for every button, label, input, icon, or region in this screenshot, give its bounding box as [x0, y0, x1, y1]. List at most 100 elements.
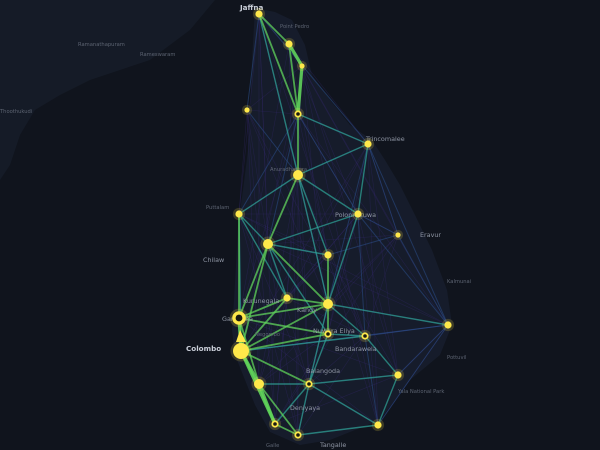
- edge-faint: [327, 234, 399, 305]
- edge-faint: [327, 254, 399, 376]
- node-vavuniya[interactable]: [291, 107, 305, 121]
- node-jaffna[interactable]: [252, 7, 266, 21]
- edge-faint: [274, 234, 399, 425]
- edge-faint: [367, 143, 379, 426]
- node-monaragala[interactable]: [391, 368, 405, 382]
- edge-polonnaruwa-badulla: [357, 213, 366, 337]
- edge-colombo-badulla: [240, 335, 366, 352]
- node-ring-center: [296, 433, 300, 437]
- node-ring-center: [273, 422, 277, 426]
- edge-faint: [286, 143, 369, 299]
- edge-faint: [327, 254, 379, 426]
- node-point-pedro[interactable]: [282, 37, 296, 51]
- node-mannar[interactable]: [241, 104, 253, 116]
- node-kurunegala[interactable]: [260, 236, 276, 252]
- edge-galle-matara: [274, 423, 299, 436]
- edge-faint: [267, 243, 449, 326]
- node-ring-center: [307, 382, 311, 386]
- place-label-kalmunai: Kalmunai: [447, 279, 471, 285]
- edge-badulla-ampara: [364, 324, 449, 337]
- place-label-trincomalee: Trincomalee: [365, 135, 405, 143]
- node-anuradhapura[interactable]: [290, 167, 306, 183]
- node-ring-center: [235, 314, 243, 322]
- edge-faint: [301, 65, 399, 376]
- node-dot: [354, 210, 362, 218]
- node-hambantota[interactable]: [371, 418, 385, 432]
- edge-colombo-nuwara-eliya: [240, 333, 329, 352]
- node-dot: [394, 371, 402, 379]
- edge-faint: [238, 317, 379, 426]
- node-batticaloa[interactable]: [392, 229, 404, 241]
- edge-monaragala-ampara: [397, 324, 449, 376]
- edge-point-pedro-vavuniya: [288, 43, 299, 115]
- node-kalutara[interactable]: [251, 376, 267, 392]
- node-gampaha-north[interactable]: [280, 291, 294, 305]
- node-nuwara-eliya[interactable]: [321, 327, 335, 341]
- edge-polonnaruwa-ampara: [357, 213, 449, 326]
- node-ampara[interactable]: [441, 318, 455, 332]
- edge-faint: [274, 333, 329, 425]
- node-dot: [444, 321, 452, 329]
- node-ring-center: [363, 334, 367, 338]
- node-trincomalee[interactable]: [361, 137, 375, 151]
- edge-vavuniya-trincomalee: [297, 113, 369, 145]
- node-puttalam[interactable]: [232, 207, 246, 221]
- edge-mannar-anuradhapura: [246, 109, 299, 176]
- node-dot: [263, 239, 273, 249]
- edge-kalutara-galle: [257, 382, 277, 426]
- node-polonnaruwa[interactable]: [351, 207, 365, 221]
- node-galle[interactable]: [268, 417, 282, 431]
- edge-jaffna-point-pedro: [258, 13, 290, 45]
- edge-matale-batticaloa: [327, 234, 399, 256]
- place-label-point-pedro: Point Pedro: [280, 24, 309, 30]
- edge-kurunegala-gampaha-north: [267, 243, 288, 299]
- flow-arrow-icon: [236, 330, 246, 342]
- edge-faint: [246, 109, 269, 245]
- edge-anuradhapura-matale: [297, 174, 329, 256]
- edge-faint: [238, 43, 290, 319]
- place-label-kandy: Kandy: [297, 306, 317, 314]
- node-colombo[interactable]: [230, 340, 252, 362]
- edge-faint: [288, 43, 369, 145]
- edge-faint: [258, 13, 269, 245]
- edge-faint: [238, 109, 248, 215]
- node-dot: [364, 140, 372, 148]
- node-dot: [235, 210, 243, 218]
- node-badulla[interactable]: [358, 329, 372, 343]
- edge-kandy-ratnapura: [308, 303, 329, 385]
- edge-faint: [286, 254, 329, 299]
- place-label-galle: Galle: [266, 443, 279, 449]
- node-ratnapura[interactable]: [302, 377, 316, 391]
- edge-anuradhapura-kurunegala: [267, 174, 299, 245]
- edge-faint: [238, 113, 299, 319]
- edge-ampara-hambantota: [377, 324, 449, 426]
- edge-faint: [258, 13, 366, 337]
- edge-faint: [238, 213, 310, 385]
- edge-faint: [308, 335, 366, 385]
- edge-faint: [274, 297, 288, 425]
- node-dot: [324, 251, 332, 259]
- edge-anuradhapura-kandy: [297, 174, 329, 305]
- place-label-kurunegala: Kurunegala: [243, 297, 279, 305]
- edge-batticaloa-ampara: [397, 234, 449, 326]
- edge-badulla-monaragala: [364, 335, 399, 376]
- node-dot: [285, 40, 293, 48]
- place-label-tangalle: Tangalle: [319, 441, 346, 449]
- node-matale[interactable]: [321, 248, 335, 262]
- place-label-balangoda: Balangoda: [306, 367, 340, 375]
- edge-kandy-ampara: [327, 303, 449, 326]
- edge-nuwara-eliya-badulla: [327, 333, 366, 337]
- edge-faint: [267, 243, 310, 385]
- node-matara[interactable]: [291, 428, 305, 442]
- edge-faint: [288, 43, 329, 256]
- edge-polonnaruwa-kandy: [327, 213, 359, 305]
- node-kilinochchi[interactable]: [296, 60, 308, 72]
- edge-faint: [297, 113, 310, 385]
- node-kandy[interactable]: [320, 296, 336, 312]
- edge-kandy-badulla: [327, 303, 366, 337]
- edge-jaffna-vavuniya: [258, 13, 299, 115]
- node-negombo[interactable]: [229, 308, 249, 328]
- edge-trincomalee-batticaloa: [367, 143, 399, 236]
